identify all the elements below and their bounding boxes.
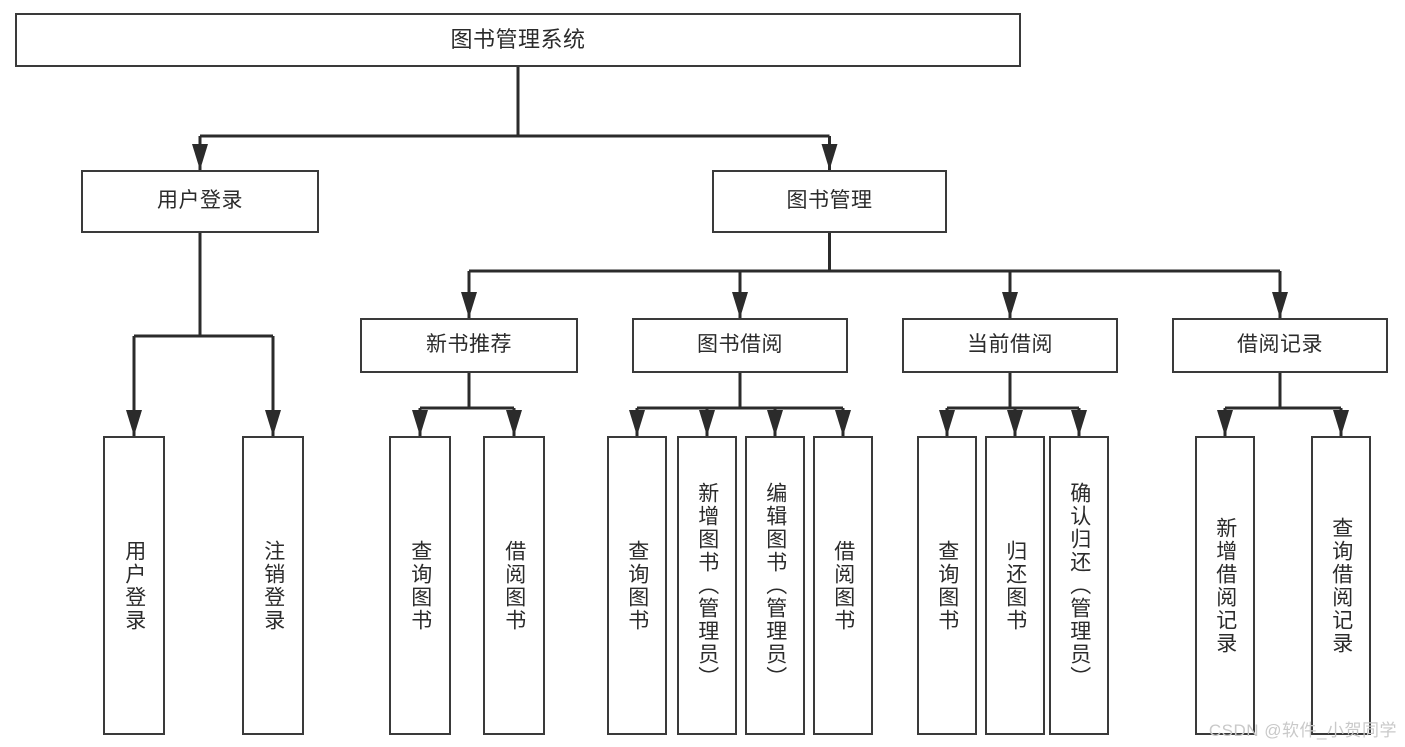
node-leaf1: 用户登录 (103, 436, 165, 735)
node-label: 查询图书 (408, 539, 432, 632)
node-root: 图书管理系统 (15, 13, 1021, 67)
node-label: 确认归还（管理员） (1067, 482, 1091, 689)
node-label: 查询图书 (935, 539, 959, 632)
node-leaf12: 新增借阅记录 (1195, 436, 1255, 735)
node-label: 当前借阅 (967, 333, 1053, 357)
node-label: 编辑图书（管理员） (763, 482, 787, 689)
node-leaf8: 借阅图书 (813, 436, 873, 735)
node-leaf11: 确认归还（管理员） (1049, 436, 1109, 735)
node-label: 用户登录 (122, 539, 146, 632)
node-label: 用户登录 (157, 189, 243, 213)
node-leaf13: 查询借阅记录 (1311, 436, 1371, 735)
node-bookmgmt: 图书管理 (712, 170, 947, 233)
node-borrow: 图书借阅 (632, 318, 848, 373)
node-leaf9: 查询图书 (917, 436, 977, 735)
node-leaf6: 新增图书（管理员） (677, 436, 737, 735)
node-label: 图书借阅 (697, 333, 783, 357)
node-label: 借阅图书 (831, 539, 855, 632)
node-leaf10: 归还图书 (985, 436, 1045, 735)
node-label: 注销登录 (261, 539, 285, 632)
node-leaf2: 注销登录 (242, 436, 304, 735)
node-current: 当前借阅 (902, 318, 1118, 373)
node-leaf3: 查询图书 (389, 436, 451, 735)
node-records: 借阅记录 (1172, 318, 1388, 373)
node-leaf7: 编辑图书（管理员） (745, 436, 805, 735)
node-label: 图书管理系统 (450, 27, 586, 53)
node-label: 查询图书 (625, 539, 649, 632)
node-label: 新增借阅记录 (1213, 516, 1237, 655)
node-label: 借阅记录 (1237, 333, 1323, 357)
node-newbook: 新书推荐 (360, 318, 578, 373)
node-login: 用户登录 (81, 170, 319, 233)
node-label: 查询借阅记录 (1329, 516, 1353, 655)
node-label: 归还图书 (1003, 539, 1027, 632)
node-leaf4: 借阅图书 (483, 436, 545, 735)
node-label: 借阅图书 (502, 539, 526, 632)
node-label: 图书管理 (786, 189, 873, 213)
watermark-label: CSDN @软件_小贺同学 (1208, 721, 1397, 740)
node-leaf5: 查询图书 (607, 436, 667, 735)
node-label: 新增图书（管理员） (695, 482, 719, 689)
node-label: 新书推荐 (426, 333, 512, 357)
